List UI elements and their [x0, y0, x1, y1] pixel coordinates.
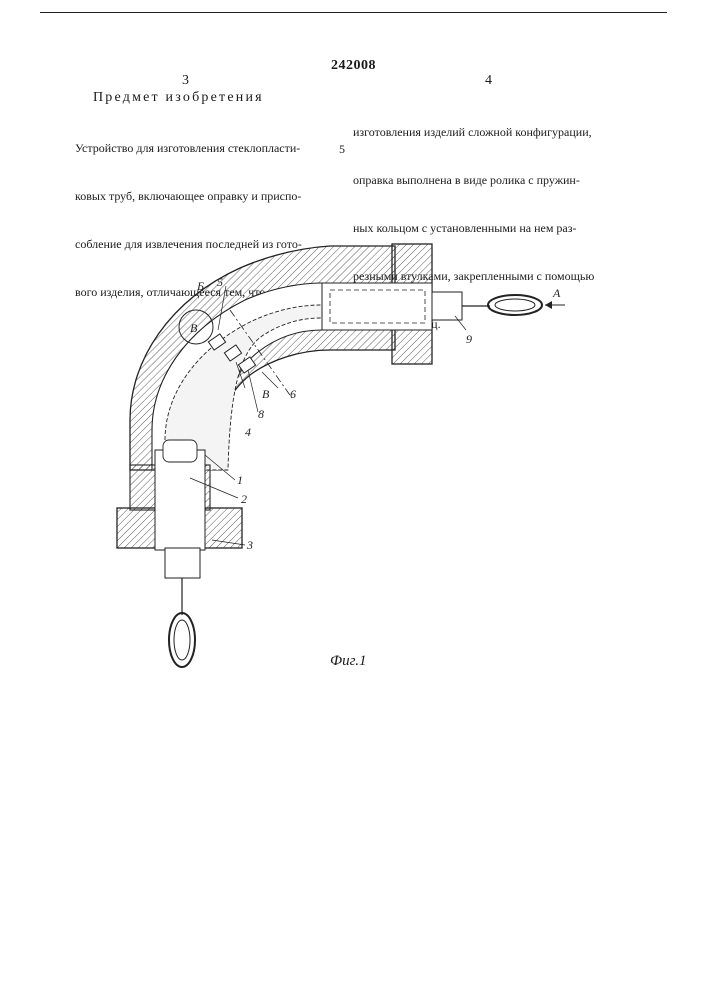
label-1: 1	[237, 473, 243, 487]
bottom-plug	[155, 450, 205, 550]
label-arrow-a: A	[552, 286, 561, 300]
top-rule	[40, 12, 667, 13]
right-plug-core	[330, 290, 425, 323]
label-3: 3	[246, 538, 253, 552]
figure-caption: Фиг.1	[330, 653, 366, 670]
bottom-rod	[165, 548, 200, 578]
label-8: 8	[258, 407, 264, 421]
section-heading: Предмет изобретения	[93, 90, 264, 106]
right-pull-ring	[488, 295, 542, 315]
label-2: 2	[241, 492, 247, 506]
right-column-number: 4	[485, 73, 492, 89]
label-b: Б	[196, 279, 204, 293]
arrow-head	[545, 301, 552, 309]
label-6: 6	[290, 387, 296, 401]
left-line-1: Устройство для изготовления стеклопласти…	[75, 140, 312, 156]
line-number-marker: 5	[339, 142, 345, 157]
right-line-1: изготовления изделий сложной конфигураци…	[353, 124, 594, 140]
patent-number: 242008	[0, 58, 707, 74]
bottom-pull-ring	[169, 613, 195, 667]
label-5: 5	[217, 275, 223, 289]
technical-drawing: Б 5 В В 6 8 4 1 2 3 9 A	[0, 220, 707, 680]
label-section-b2: В	[262, 387, 270, 401]
right-line-2: оправка выполнена в виде ролика с пружин…	[353, 172, 594, 188]
left-line-2: ковых труб, включающее оправку и приспо-	[75, 188, 312, 204]
left-column-number: 3	[182, 73, 189, 89]
label-4: 4	[245, 425, 251, 439]
right-rod	[432, 292, 462, 320]
label-9: 9	[466, 332, 472, 346]
label-section-b1: В	[190, 321, 198, 335]
